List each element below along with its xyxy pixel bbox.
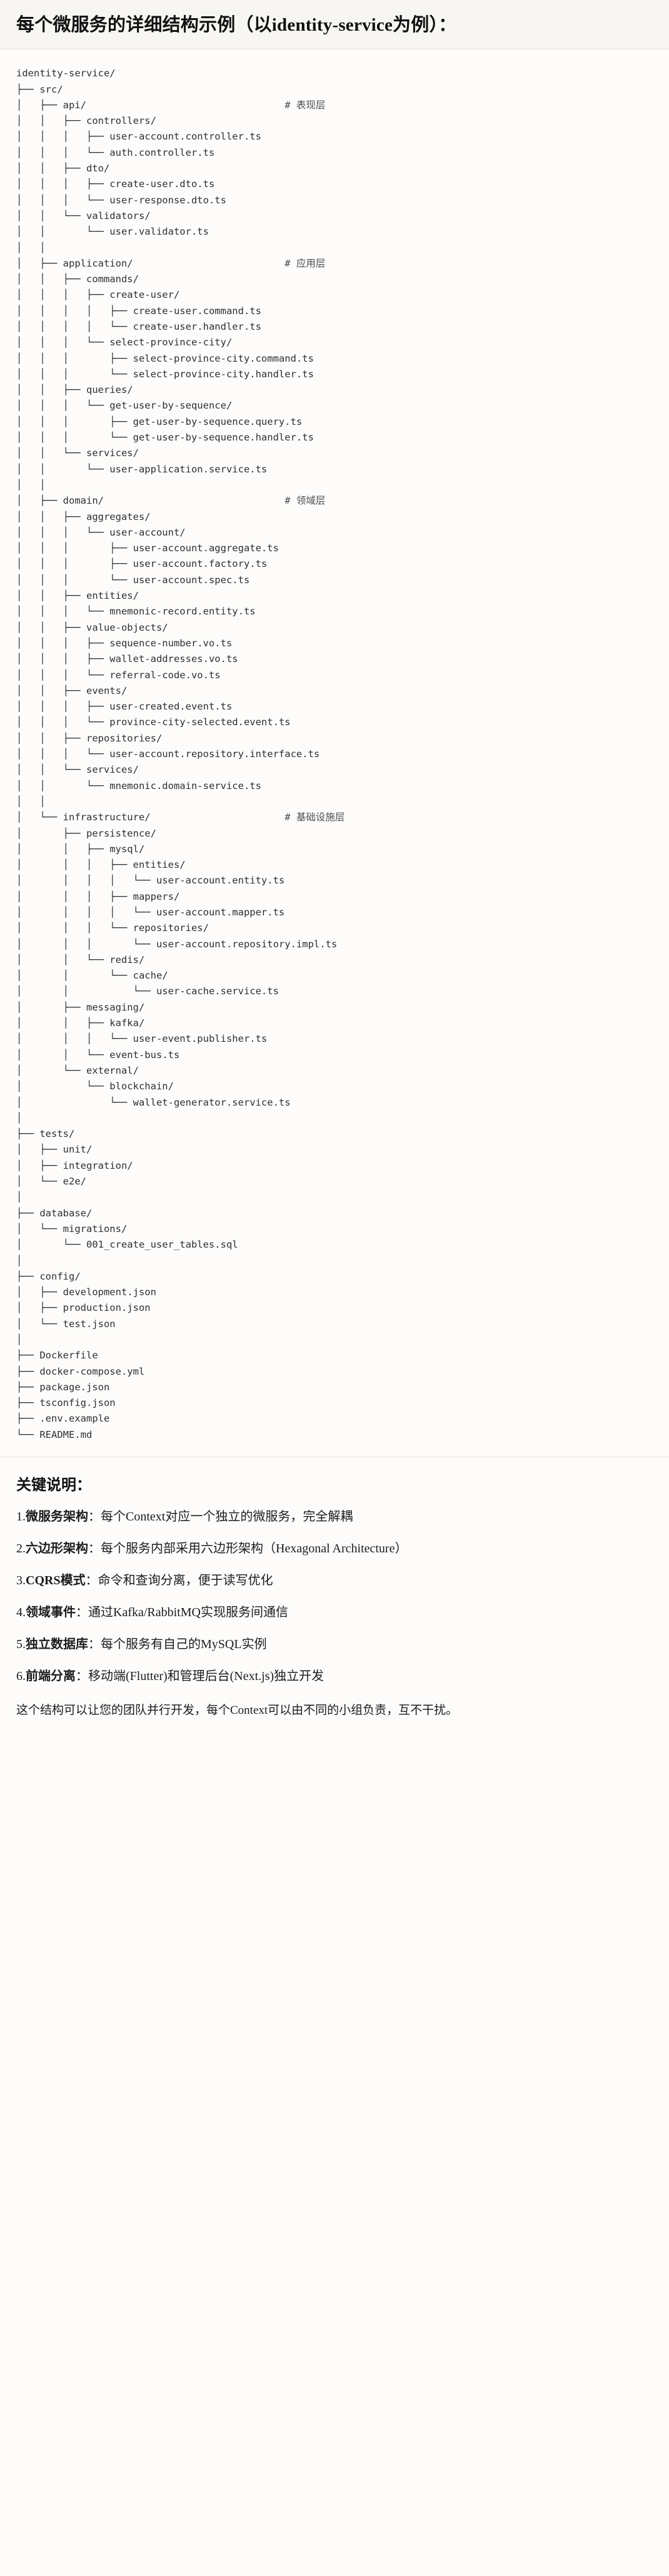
key-point-term: 领域事件: [26, 1606, 76, 1620]
key-point-separator: ：: [88, 1542, 101, 1556]
key-point-term: CQRS模式: [26, 1574, 86, 1588]
key-point-description: 通过Kafka/RabbitMQ实现服务间通信: [88, 1606, 288, 1620]
key-point-number: 5.: [16, 1637, 26, 1652]
key-point-description: 移动端(Flutter)和管理后台(Next.js)独立开发: [88, 1669, 324, 1684]
key-point-description: 每个Context对应一个独立的微服务，完全解耦: [101, 1510, 353, 1524]
key-point-term: 前端分离: [26, 1669, 76, 1684]
document-header: 每个微服务的详细结构示例（以identity-service为例）：: [0, 0, 669, 50]
tree-layer-comment: # 领域层: [284, 495, 326, 507]
key-point-item: 4.领域事件：通过Kafka/RabbitMQ实现服务间通信: [16, 1604, 653, 1622]
key-point-description: 命令和查询分离，便于读写优化: [98, 1574, 273, 1588]
tree-layer-comment: # 表现层: [284, 99, 326, 111]
key-points-heading: 关键说明：: [16, 1477, 91, 1494]
key-point-term: 独立数据库: [26, 1637, 88, 1652]
key-point-number: 2.: [16, 1542, 26, 1556]
key-point-term: 六边形架构: [26, 1542, 88, 1556]
key-point-number: 3.: [16, 1574, 26, 1588]
key-point-number: 6.: [16, 1669, 26, 1684]
key-point-item: 5.独立数据库：每个服务有自己的MySQL实例: [16, 1636, 653, 1654]
key-point-item: 2.六边形架构：每个服务内部采用六边形架构（Hexagonal Architec…: [16, 1540, 653, 1558]
tree-layer-comment: # 应用层: [284, 257, 326, 269]
key-point-separator: ：: [85, 1574, 98, 1588]
key-point-item: 3.CQRS模式：命令和查询分离，便于读写优化: [16, 1572, 653, 1590]
key-point-term: 微服务架构: [26, 1510, 88, 1524]
key-point-separator: ：: [76, 1669, 88, 1684]
page-title: 每个微服务的详细结构示例（以identity-service为例）：: [16, 15, 457, 35]
key-point-item: 6.前端分离：移动端(Flutter)和管理后台(Next.js)独立开发: [16, 1667, 653, 1686]
key-point-description: 每个服务内部采用六边形架构（Hexagonal Architecture）: [101, 1542, 408, 1556]
directory-tree: identity-service/ ├── src/ │ ├── api/ # …: [16, 68, 345, 1440]
key-point-separator: ：: [88, 1637, 101, 1652]
key-point-separator: ：: [76, 1606, 88, 1620]
key-point-description: 每个服务有自己的MySQL实例: [101, 1637, 267, 1652]
tree-layer-comment: # 基础设施层: [284, 812, 345, 823]
key-point-number: 4.: [16, 1606, 26, 1620]
key-point-item: 1.微服务架构：每个Context对应一个独立的微服务，完全解耦: [16, 1508, 653, 1526]
key-point-separator: ：: [88, 1510, 101, 1524]
key-point-number: 1.: [16, 1510, 26, 1524]
directory-tree-block: identity-service/ ├── src/ │ ├── api/ # …: [0, 49, 669, 1457]
key-points-closing: 这个结构可以让您的团队并行开发，每个Context可以由不同的小组负责，互不干扰…: [16, 1704, 458, 1718]
